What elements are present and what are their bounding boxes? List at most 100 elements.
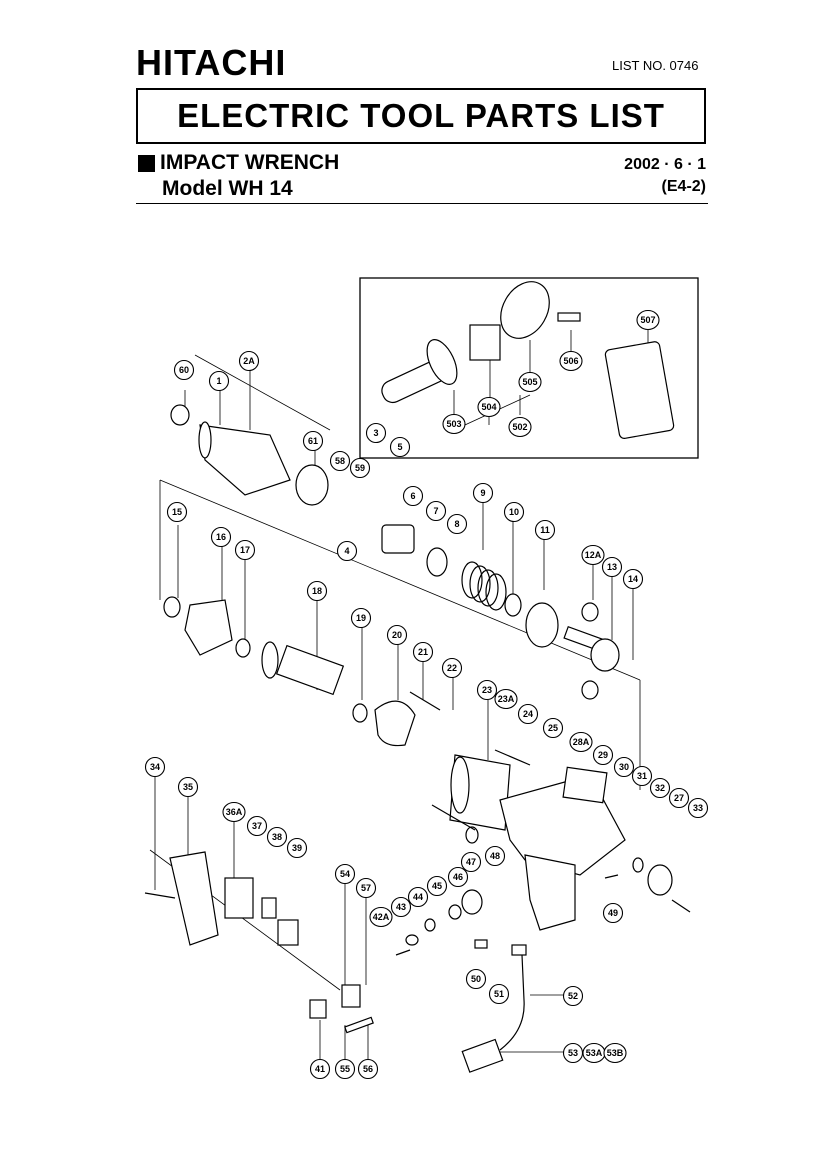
callout-circle — [208, 370, 230, 392]
accessory-inset-frame — [359, 277, 699, 459]
page-title: ELECTRIC TOOL PARTS LIST — [136, 88, 706, 144]
callout-61: 61 — [302, 430, 324, 452]
callout-43: 43 — [390, 896, 412, 918]
callout-circle — [238, 350, 260, 372]
callout-number: 12A — [585, 550, 602, 560]
callout-circle — [425, 500, 447, 522]
callout-number: 21 — [418, 647, 428, 657]
callout-2a: 2A — [238, 350, 260, 372]
callout-number: 60 — [179, 365, 189, 375]
callout-number: 2A — [243, 356, 255, 366]
callout-53b: 53B — [603, 1042, 627, 1064]
callout-11: 11 — [534, 519, 556, 541]
callout-number: 506 — [563, 356, 578, 366]
callout-circle — [246, 815, 268, 837]
callout-37: 37 — [246, 815, 268, 837]
callout-circle — [266, 826, 288, 848]
callout-number: 502 — [512, 422, 527, 432]
callout-7: 7 — [425, 500, 447, 522]
callout-circle — [476, 679, 498, 701]
callout-number: 58 — [335, 456, 345, 466]
callout-number: 19 — [356, 613, 366, 623]
callout-circle — [402, 485, 424, 507]
callout-19: 19 — [350, 607, 372, 629]
callout-4: 4 — [336, 540, 358, 562]
brand-logo: HITACHI — [136, 42, 287, 83]
callout-number: 44 — [413, 892, 423, 902]
callout-number: 59 — [355, 463, 365, 473]
callout-58: 58 — [329, 450, 351, 472]
callout-number: 50 — [471, 974, 481, 984]
callout-circle — [569, 731, 593, 753]
callout-18: 18 — [306, 580, 328, 602]
callout-number: 24 — [523, 709, 533, 719]
callout-circle — [518, 371, 542, 393]
callout-number: 504 — [481, 402, 496, 412]
product-name: IMPACT WRENCH — [138, 151, 339, 175]
callout-circle — [389, 436, 411, 458]
callout-506: 506 — [559, 350, 583, 372]
callout-number: 33 — [693, 803, 703, 813]
callout-number: 53B — [607, 1048, 624, 1058]
callout-13: 13 — [601, 556, 623, 578]
callout-number: 61 — [308, 436, 318, 446]
callout-503: 503 — [442, 413, 466, 435]
callout-number: 5 — [397, 442, 402, 452]
callout-circle — [446, 513, 468, 535]
callout-circle — [441, 657, 463, 679]
callout-circle — [494, 688, 518, 710]
callout-number: 9 — [480, 488, 485, 498]
callout-57: 57 — [355, 877, 377, 899]
callout-circle — [465, 968, 487, 990]
callout-number: 51 — [494, 989, 504, 999]
callout-circle — [286, 837, 308, 859]
callout-number: 22 — [447, 663, 457, 673]
callout-number: 38 — [272, 832, 282, 842]
model-name: Model WH 14 — [162, 177, 293, 200]
callout-46: 46 — [447, 866, 469, 888]
callout-circle — [534, 519, 556, 541]
callout-24: 24 — [517, 703, 539, 725]
callout-number: 23 — [482, 685, 492, 695]
callout-number: 52 — [568, 991, 578, 1001]
callout-number: 18 — [312, 586, 322, 596]
callout-circle — [631, 765, 653, 787]
callout-14: 14 — [622, 568, 644, 590]
callout-circle — [592, 744, 614, 766]
callout-16: 16 — [210, 526, 232, 548]
callout-circle — [601, 556, 623, 578]
callout-505: 505 — [518, 371, 542, 393]
callout-53: 53 — [562, 1042, 584, 1064]
callout-23a: 23A — [494, 688, 518, 710]
callout-circle — [517, 703, 539, 725]
callout-number: 4 — [344, 546, 349, 556]
callout-number: 17 — [240, 545, 250, 555]
callout-circle — [336, 540, 358, 562]
callout-circle — [613, 756, 635, 778]
callout-circle — [349, 457, 371, 479]
callout-circle — [503, 501, 525, 523]
callout-20: 20 — [386, 624, 408, 646]
callout-36a: 36A — [222, 801, 246, 823]
callout-51: 51 — [488, 983, 510, 1005]
callout-507: 507 — [636, 309, 660, 331]
callout-layer: 6012A6158593546789101112A131415161718192… — [144, 309, 709, 1080]
callout-number: 53A — [586, 1048, 603, 1058]
callout-number: 20 — [392, 630, 402, 640]
callout-number: 47 — [466, 857, 476, 867]
callout-circle — [649, 777, 671, 799]
callout-number: 6 — [410, 491, 415, 501]
callout-circle — [407, 886, 429, 908]
callout-number: 56 — [363, 1064, 373, 1074]
callout-number: 503 — [446, 419, 461, 429]
callout-number: 55 — [340, 1064, 350, 1074]
callout-number: 11 — [540, 525, 550, 535]
callout-34: 34 — [144, 756, 166, 778]
part-shapes — [144, 281, 691, 1073]
callout-number: 31 — [637, 771, 647, 781]
callout-3: 3 — [365, 422, 387, 444]
callout-8: 8 — [446, 513, 468, 535]
issue-date: 2002 · 6 · 1 — [624, 156, 706, 173]
callout-number: 1 — [216, 376, 221, 386]
